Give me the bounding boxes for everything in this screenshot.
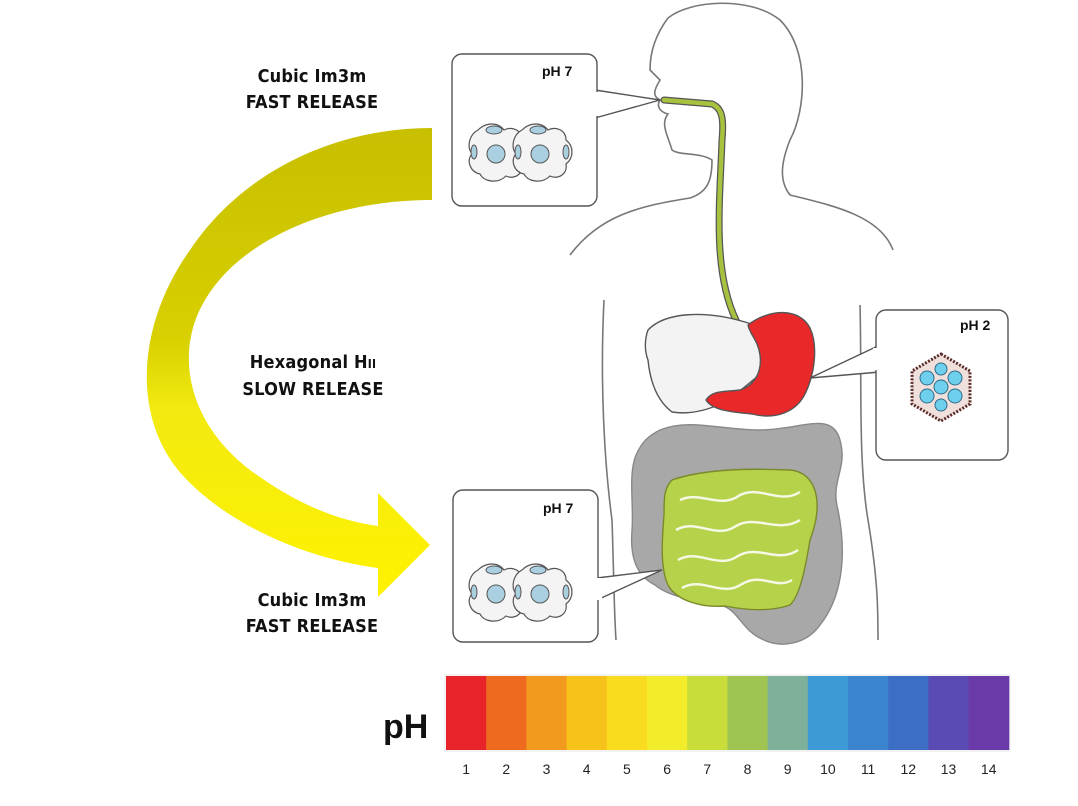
ph-tick-11: 11	[861, 761, 876, 777]
ph-swatch-11	[848, 676, 889, 750]
release-arrow	[146, 128, 432, 597]
label-middle-line1: Hexagonal HII	[249, 352, 377, 373]
ph-swatch-8	[727, 676, 769, 750]
stomach	[705, 311, 816, 417]
ph-tick-5: 5	[623, 761, 631, 777]
ph-tick-13: 13	[941, 761, 957, 777]
intestine-folds	[675, 490, 801, 591]
ph-swatch-6	[647, 676, 688, 750]
ph-scale-label: pH	[383, 708, 429, 746]
ph-swatch-7	[687, 676, 728, 750]
ph-swatch-3	[526, 676, 568, 750]
hexagonal-phase-icon	[910, 352, 972, 423]
cubic-phase-icon-2	[468, 563, 573, 622]
ph-swatch-5	[606, 676, 648, 750]
cubic-phase-icon	[468, 123, 573, 182]
ph-tick-2: 2	[502, 761, 510, 777]
ph-label-mouth: pH 7	[542, 63, 573, 79]
ph-tick-8: 8	[744, 761, 752, 777]
ph-swatch-12	[888, 676, 929, 750]
label-bottom-line1: Cubic Im3m	[257, 590, 367, 611]
ph-swatch-14	[968, 676, 1010, 750]
label-top-line2: FAST RELEASE	[245, 92, 379, 113]
ph-tick-12: 12	[901, 761, 917, 777]
ph-swatch-4	[566, 676, 608, 750]
ph-label-intestine: pH 7	[543, 500, 574, 516]
ph-tick-3: 3	[543, 761, 551, 777]
label-top: Cubic Im3m FAST RELEASE	[222, 64, 402, 116]
label-bottom-line2: FAST RELEASE	[245, 616, 379, 637]
label-bottom: Cubic Im3m FAST RELEASE	[222, 588, 402, 640]
callout-stomach: pH 2	[809, 309, 1009, 461]
ph-tick-7: 7	[703, 761, 711, 777]
ph-swatch-9	[767, 676, 809, 750]
ph-swatch-13	[928, 676, 970, 750]
ph-label-stomach: pH 2	[960, 317, 991, 333]
ph-swatch-2	[486, 676, 527, 750]
label-middle: Hexagonal HII SLOW RELEASE	[218, 350, 408, 403]
label-top-line1: Cubic Im3m	[257, 66, 367, 87]
ph-tick-6: 6	[663, 761, 671, 777]
callout-intestine: pH 7	[452, 489, 663, 643]
ph-tick-14: 14	[981, 761, 997, 777]
callout-mouth: pH 7	[451, 53, 661, 207]
ph-tick-9: 9	[784, 761, 792, 777]
ph-swatch-1	[446, 676, 487, 750]
label-middle-line2: SLOW RELEASE	[242, 379, 384, 400]
body-outline-head	[569, 2, 894, 256]
ph-tick-4: 4	[583, 761, 591, 777]
small-intestine	[661, 468, 818, 611]
ph-tick-1: 1	[462, 761, 470, 777]
ph-swatch-10	[807, 676, 849, 750]
ph-tick-10: 10	[820, 761, 836, 777]
